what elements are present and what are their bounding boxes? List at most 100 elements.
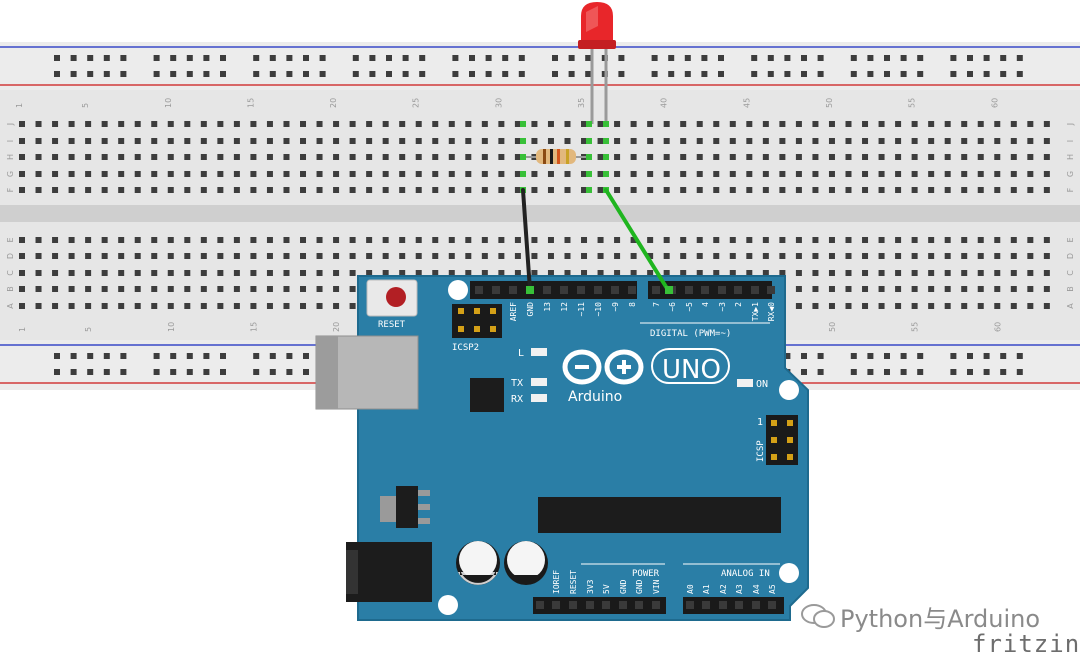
terminal-hole[interactable]	[779, 253, 786, 259]
rail-hole[interactable]	[817, 369, 824, 375]
rail-hole[interactable]	[967, 55, 973, 61]
terminal-hole[interactable]	[498, 121, 505, 127]
rail-hole[interactable]	[917, 353, 924, 359]
terminal-hole[interactable]	[101, 171, 108, 177]
rail-hole[interactable]	[1016, 353, 1023, 359]
rail-hole[interactable]	[585, 71, 592, 77]
terminal-hole[interactable]	[85, 286, 92, 292]
terminal-hole[interactable]	[961, 154, 968, 160]
terminal-hole[interactable]	[928, 138, 935, 144]
terminal-hole[interactable]	[333, 187, 340, 193]
terminal-hole[interactable]	[151, 253, 158, 259]
terminal-hole[interactable]	[316, 187, 323, 193]
terminal-hole[interactable]	[862, 154, 869, 160]
rail-hole[interactable]	[386, 55, 392, 61]
terminal-hole[interactable]	[300, 253, 307, 259]
terminal-hole[interactable]	[333, 154, 340, 160]
rail-hole[interactable]	[103, 55, 110, 61]
rail-hole[interactable]	[552, 71, 558, 77]
terminal-hole[interactable]	[415, 154, 422, 160]
rail-hole[interactable]	[751, 71, 758, 77]
terminal-hole[interactable]	[217, 154, 224, 160]
terminal-hole[interactable]	[167, 303, 174, 309]
terminal-hole[interactable]	[349, 154, 356, 160]
header-pin[interactable]	[569, 601, 577, 609]
rail-hole[interactable]	[983, 353, 990, 359]
terminal-hole[interactable]	[928, 303, 935, 309]
terminal-hole[interactable]	[1043, 187, 1050, 193]
terminal-hole[interactable]	[878, 154, 885, 160]
rail-hole[interactable]	[220, 353, 226, 359]
terminal-hole[interactable]	[1027, 138, 1034, 144]
terminal-hole[interactable]	[233, 154, 240, 160]
terminal-hole[interactable]	[597, 138, 604, 144]
terminal-hole[interactable]	[134, 187, 141, 193]
terminal-hole[interactable]	[713, 270, 720, 276]
terminal-hole[interactable]	[35, 253, 42, 259]
terminal-hole[interactable]	[266, 286, 273, 292]
rail-hole[interactable]	[1016, 55, 1023, 61]
terminal-hole[interactable]	[713, 171, 720, 177]
terminal-hole[interactable]	[101, 286, 108, 292]
terminal-hole[interactable]	[399, 171, 406, 177]
header-pin[interactable]	[635, 601, 643, 609]
terminal-hole[interactable]	[531, 171, 538, 177]
terminal-hole[interactable]	[300, 237, 307, 243]
terminal-hole[interactable]	[498, 154, 505, 160]
terminal-hole[interactable]	[597, 121, 604, 127]
terminal-hole[interactable]	[812, 286, 819, 292]
terminal-hole[interactable]	[828, 154, 835, 160]
terminal-hole[interactable]	[795, 154, 802, 160]
header-pin[interactable]	[768, 601, 776, 609]
terminal-hole[interactable]	[795, 187, 802, 193]
terminal-hole[interactable]	[977, 286, 984, 292]
terminal-hole[interactable]	[911, 154, 918, 160]
terminal-hole[interactable]	[151, 138, 158, 144]
terminal-hole[interactable]	[696, 253, 703, 259]
rail-hole[interactable]	[369, 71, 376, 77]
terminal-hole[interactable]	[35, 138, 42, 144]
terminal-hole[interactable]	[614, 154, 621, 160]
rail-hole[interactable]	[253, 369, 260, 375]
terminal-hole[interactable]	[68, 154, 75, 160]
header-pin[interactable]	[619, 601, 627, 609]
terminal-hole[interactable]	[316, 171, 323, 177]
terminal-hole[interactable]	[415, 187, 422, 193]
terminal-hole[interactable]	[233, 303, 240, 309]
terminal-hole[interactable]	[630, 154, 637, 160]
terminal-hole[interactable]	[184, 171, 191, 177]
terminal-hole[interactable]	[762, 237, 769, 243]
rail-hole[interactable]	[917, 55, 924, 61]
header-pin[interactable]	[552, 601, 560, 609]
terminal-hole[interactable]	[746, 253, 753, 259]
terminal-hole[interactable]	[597, 154, 604, 160]
terminal-hole[interactable]	[382, 253, 389, 259]
terminal-hole[interactable]	[283, 187, 290, 193]
rail-hole[interactable]	[87, 353, 94, 359]
terminal-hole[interactable]	[862, 270, 869, 276]
terminal-hole[interactable]	[481, 237, 488, 243]
terminal-hole[interactable]	[465, 154, 472, 160]
rail-hole[interactable]	[54, 71, 60, 77]
terminal-hole[interactable]	[713, 154, 720, 160]
terminal-hole[interactable]	[151, 270, 158, 276]
terminal-hole[interactable]	[167, 171, 174, 177]
terminal-hole[interactable]	[779, 171, 786, 177]
terminal-hole[interactable]	[779, 237, 786, 243]
terminal-hole[interactable]	[581, 270, 588, 276]
terminal-hole[interactable]	[481, 171, 488, 177]
terminal-hole[interactable]	[432, 138, 439, 144]
terminal-hole[interactable]	[795, 303, 802, 309]
terminal-hole[interactable]	[19, 171, 25, 177]
terminal-hole[interactable]	[68, 286, 75, 292]
terminal-hole[interactable]	[531, 270, 538, 276]
terminal-hole[interactable]	[101, 253, 108, 259]
rail-hole[interactable]	[485, 71, 492, 77]
terminal-hole[interactable]	[928, 237, 935, 243]
terminal-hole[interactable]	[151, 171, 158, 177]
rail-hole[interactable]	[784, 353, 791, 359]
terminal-hole[interactable]	[845, 138, 852, 144]
terminal-hole[interactable]	[663, 187, 670, 193]
rail-hole[interactable]	[253, 353, 260, 359]
terminal-hole[interactable]	[862, 171, 869, 177]
